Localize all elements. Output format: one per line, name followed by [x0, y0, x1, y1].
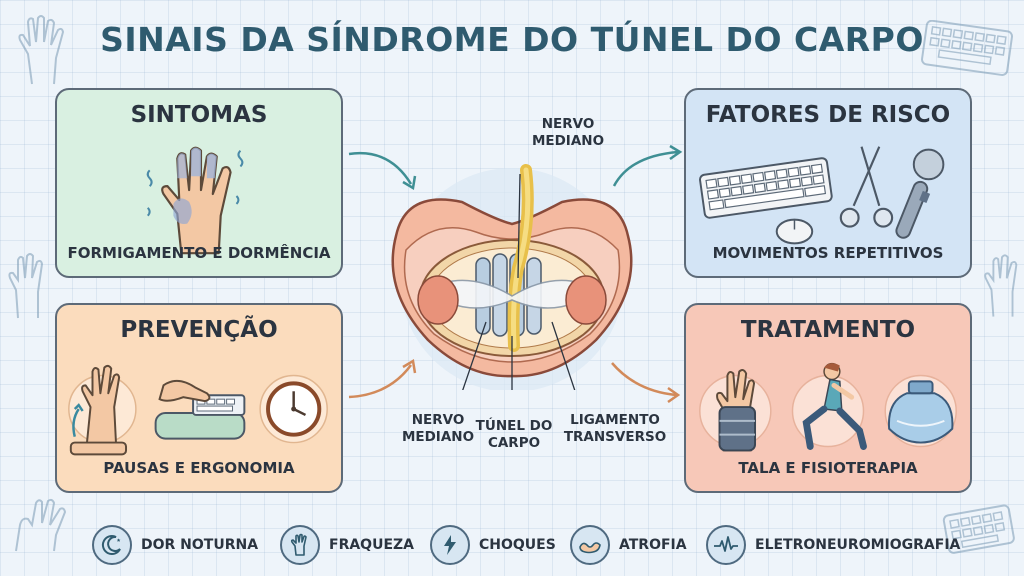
- label-nervo-mediano-bottom: NERVO MEDIANO: [401, 412, 475, 445]
- card-sintomas: SINTOMAS FORMIGAMENTO E DORMÊNCIA: [55, 88, 343, 278]
- lightning-icon: [430, 525, 470, 565]
- sign-eletroneuromiografia: ELETRONEUROMIOGRAFIA: [706, 522, 960, 568]
- card-prevencao: PREVENÇÃO PAUSAS E ERGONOMIA: [55, 303, 343, 493]
- keyboard-icon: [699, 157, 833, 219]
- ice-pack-icon: [884, 374, 957, 448]
- card-tratamento: TRATAMENTO TALA E FISIOTERAPIA: [684, 303, 972, 493]
- keyboard-doodle-icon-bottom: [942, 504, 1015, 554]
- label-nervo-mediano-top: NERVO MEDIANO: [531, 116, 605, 149]
- carpal-tunnel-cross-section: [391, 164, 633, 390]
- wrist-doodle-icon-right: [984, 254, 1018, 317]
- treatment-illustration: [699, 362, 957, 452]
- sign-dor-noturna: DOR NOTURNA: [92, 522, 258, 568]
- prevention-illustration: [68, 364, 328, 456]
- moon-icon: [92, 525, 132, 565]
- massager-tool-icon: [895, 148, 945, 239]
- physiotherapy-person-icon: [791, 362, 867, 450]
- sign-choques: CHOQUES: [430, 522, 556, 568]
- sign-label: ATROFIA: [619, 537, 687, 553]
- hand-doodle-icon: [18, 15, 65, 85]
- card-title-sintomas: SINTOMAS: [130, 102, 268, 128]
- card-title-prevencao: PREVENÇÃO: [120, 317, 278, 343]
- card-caption-tratamento: TALA E FISIOTERAPIA: [738, 459, 918, 477]
- sign-label: ELETRONEUROMIOGRAFIA: [755, 537, 961, 553]
- arrow-prevencao-to-center: [348, 358, 417, 399]
- tingling-hand-icon: [146, 146, 244, 255]
- sign-label: FRAQUEZA: [329, 537, 414, 553]
- sign-label: DOR NOTURNA: [141, 537, 259, 553]
- arrow-center-to-fatores: [612, 144, 683, 187]
- card-caption-sintomas: FORMIGAMENTO E DORMÊNCIA: [67, 244, 331, 262]
- ergonomic-keyboard-icon: [154, 379, 246, 440]
- card-caption-prevencao: PAUSAS E ERGONOMIA: [103, 459, 295, 477]
- sign-atrofia: ATROFIA: [570, 522, 687, 568]
- label-ligamento-transverso: LIGAMENTO TRANSVERSO: [563, 412, 667, 445]
- hand-doodle-icon-bottom: [15, 498, 67, 552]
- wrist-doodle-icon: [8, 253, 44, 319]
- signs-row: DOR NOTURNA FRAQUEZA CHOQUES ATROFIA ELE…: [0, 522, 1024, 568]
- card-title-fatores: FATORES DE RISCO: [705, 102, 951, 128]
- sign-label: CHOQUES: [479, 537, 556, 553]
- hand-icon: [280, 525, 320, 565]
- arrow-center-to-tratamento: [611, 362, 681, 404]
- label-tunel-do-carpo: TÚNEL DO CARPO: [475, 418, 553, 451]
- clock-icon: [259, 374, 328, 444]
- scissors-icon: [839, 146, 894, 228]
- wrist-stretch-icon: [68, 364, 137, 456]
- risk-objects-illustration: [699, 146, 945, 245]
- card-title-tratamento: TRATAMENTO: [740, 317, 916, 343]
- arrow-sintomas-to-center: [348, 151, 417, 191]
- page-title: SINAIS DA SÍNDROME DO TÚNEL DO CARPO: [100, 20, 924, 59]
- pulse-wave-icon: [706, 525, 746, 565]
- card-caption-fatores: MOVIMENTOS REPETITIVOS: [712, 244, 944, 262]
- card-fatores-de-risco: FATORES DE RISCO MOVIMENTOS REPETITIVOS: [684, 88, 972, 278]
- muscle-icon: [570, 525, 610, 565]
- wrist-splint-icon: [699, 369, 772, 452]
- keyboard-doodle-icon: [921, 20, 1014, 76]
- mouse-icon: [775, 218, 814, 245]
- sign-fraqueza: FRAQUEZA: [280, 522, 414, 568]
